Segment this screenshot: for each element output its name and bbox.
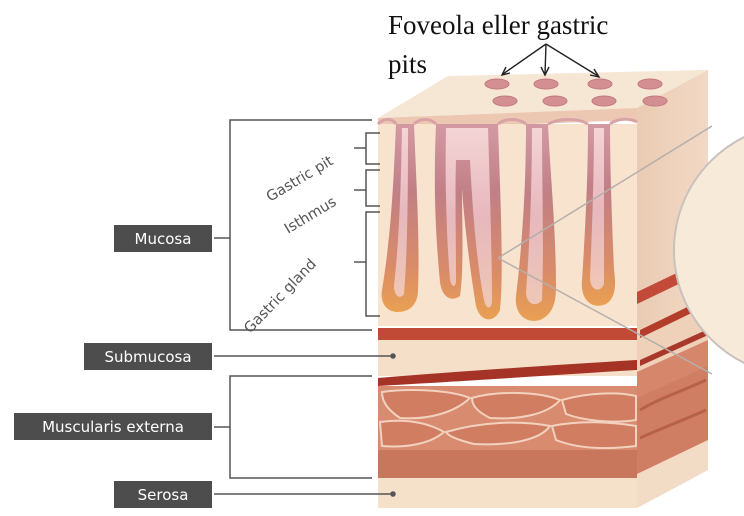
gastric-gland-lumen	[590, 128, 604, 290]
pit-opening	[637, 78, 663, 90]
svg-text:Submucosa: Submucosa	[104, 348, 191, 366]
title-line-2: pits	[388, 49, 427, 79]
gastric-gland-lumen	[526, 128, 543, 305]
magnification-circle	[497, 125, 744, 375]
svg-text:Muscularis externa: Muscularis externa	[42, 418, 184, 436]
pit-opening	[642, 95, 668, 107]
isthmus-label: Isthmus	[282, 194, 340, 237]
pit-opening	[587, 78, 613, 90]
pit-opening	[492, 95, 518, 107]
title-line-1: Foveola eller gastric	[388, 10, 608, 40]
svg-text:Mucosa: Mucosa	[135, 230, 192, 248]
foveola-pits	[484, 78, 668, 107]
layer-brackets	[214, 119, 396, 497]
arrow-icon	[500, 43, 601, 79]
tissue-block-side-face	[637, 70, 708, 508]
mucosa-label: Mucosa	[114, 225, 212, 252]
serosa-label: Serosa	[114, 481, 212, 508]
submucosa-label: Submucosa	[84, 343, 212, 370]
region-labels: Gastric pit Isthmus Gastric gland	[241, 153, 339, 337]
gastric-gland-lumen	[394, 128, 408, 297]
muscularis-externa-label: Muscularis externa	[14, 413, 212, 440]
pit-opening	[484, 78, 510, 90]
foveola-annotation: Foveola eller gastric pits	[388, 10, 608, 79]
gastric-gland-lumen	[445, 128, 492, 308]
pit-opening	[542, 95, 568, 107]
svg-text:Serosa: Serosa	[138, 486, 189, 504]
layer-labels: Mucosa Submucosa Muscularis externa Sero…	[14, 225, 212, 508]
pit-opening	[533, 78, 559, 90]
pit-opening	[591, 95, 617, 107]
gastric-glands	[376, 117, 638, 321]
gastric-gland-label: Gastric gland	[241, 256, 320, 336]
